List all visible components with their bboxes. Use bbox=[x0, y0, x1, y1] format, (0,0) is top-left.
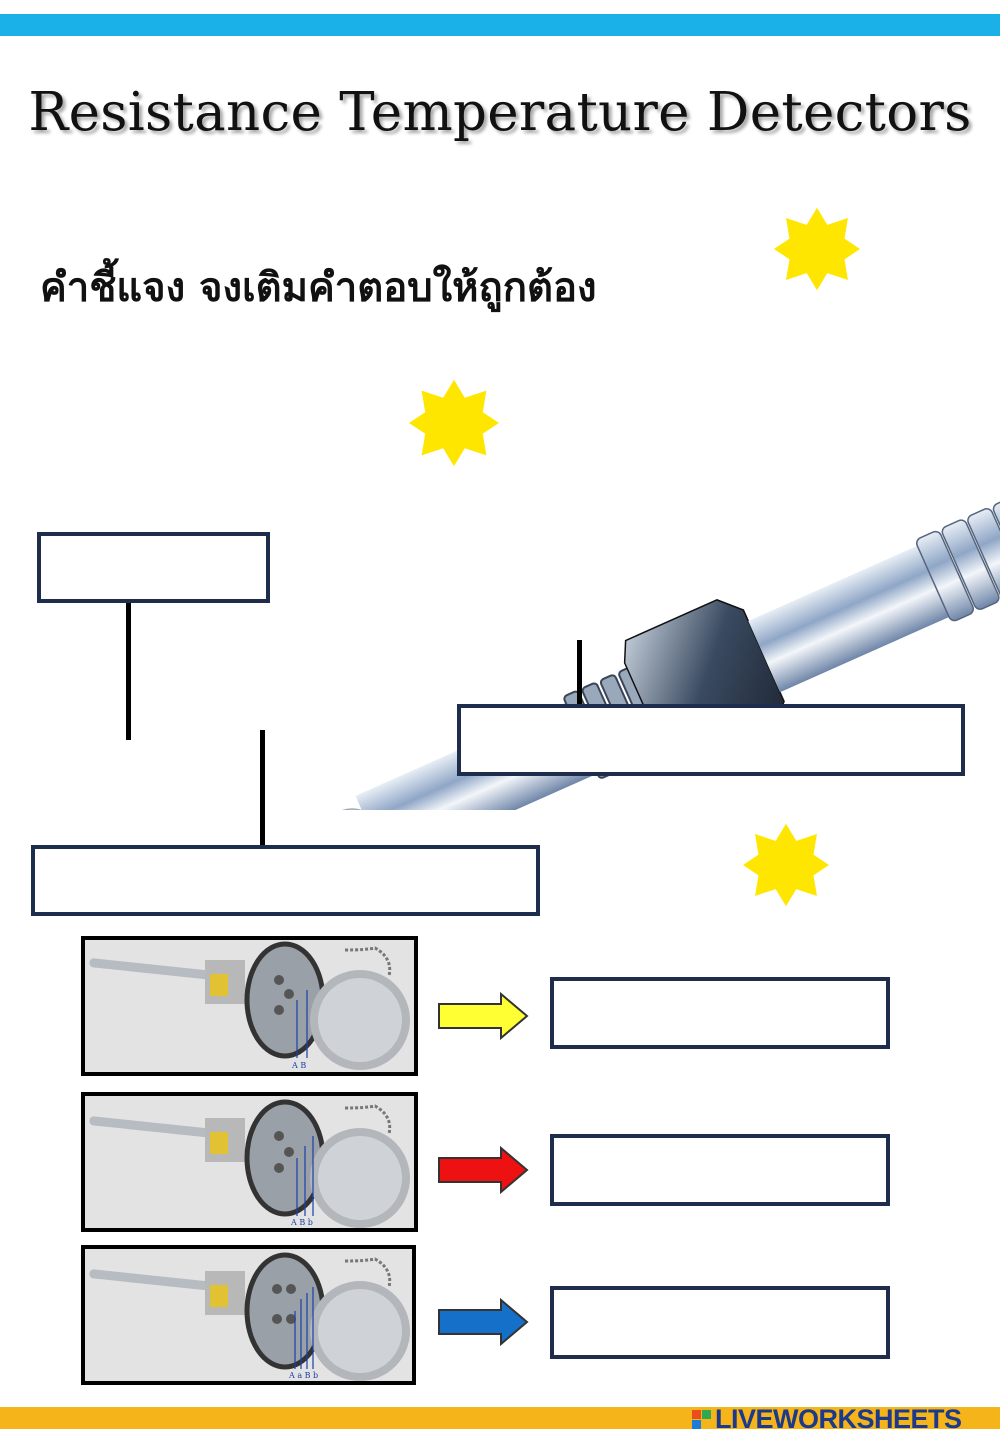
page-title: Resistance Temperature Detectors bbox=[0, 82, 1000, 143]
answer-box-connection-head[interactable] bbox=[457, 704, 965, 776]
terminal-labels: A a B b bbox=[288, 1371, 318, 1380]
terminal-labels: A B bbox=[291, 1061, 306, 1070]
leader-line bbox=[126, 602, 131, 740]
answer-box-sensing-element[interactable] bbox=[37, 532, 270, 603]
terminal-labels: A B b bbox=[290, 1218, 313, 1227]
leader-line bbox=[577, 640, 582, 706]
rtd-head-4wire-photo-icon: A a B b bbox=[85, 1249, 412, 1381]
rtd-head-3wire-photo-icon: A B b bbox=[85, 1096, 414, 1228]
rtd-head-photo: A a B b bbox=[81, 1245, 416, 1385]
rtd-head-2wire-photo-icon: A B bbox=[85, 940, 414, 1072]
logo-text: LIVEWORKSHEETS bbox=[715, 1404, 962, 1435]
liveworksheets-logo: LIVEWORKSHEETS bbox=[692, 1404, 962, 1434]
answer-box-wiring-2[interactable] bbox=[550, 977, 890, 1049]
arrow-right-icon bbox=[437, 1298, 529, 1346]
answer-box-sheath[interactable] bbox=[31, 845, 540, 916]
rtd-head-photo: A B bbox=[81, 936, 418, 1076]
answer-box-wiring-4[interactable] bbox=[550, 1286, 890, 1359]
arrow-right-icon bbox=[437, 992, 529, 1040]
answer-box-wiring-3[interactable] bbox=[550, 1134, 890, 1206]
instruction-text: คำชี้แจง จงเติมคำตอบให้ถูกต้อง bbox=[40, 255, 597, 319]
top-color-bar bbox=[0, 14, 1000, 36]
star-icon bbox=[738, 822, 834, 908]
star-icon bbox=[768, 206, 866, 292]
arrow-right-icon bbox=[437, 1146, 529, 1194]
rtd-head-photo: A B b bbox=[81, 1092, 418, 1232]
logo-mark-icon bbox=[692, 1410, 711, 1429]
leader-line bbox=[260, 730, 265, 846]
